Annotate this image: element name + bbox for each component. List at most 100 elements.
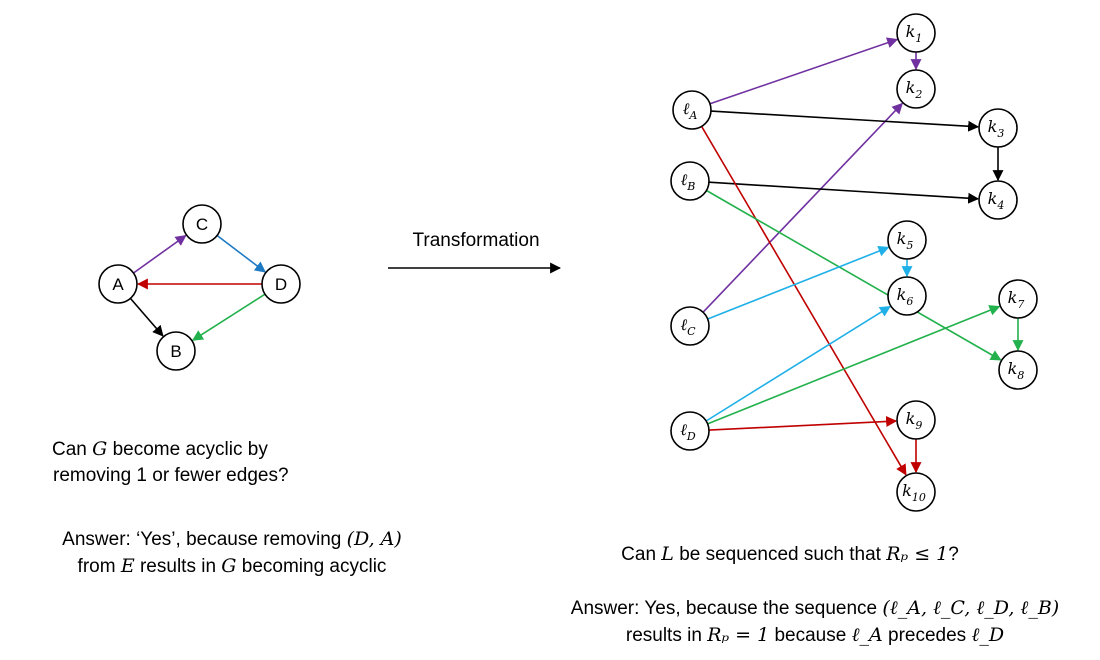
text: Answer: ‘Yes’, because removing xyxy=(62,529,347,550)
node-circle xyxy=(98,264,138,304)
node-label: k9 xyxy=(906,409,923,432)
node-label: ℓB xyxy=(681,170,696,193)
right-node-lB: ℓB xyxy=(670,161,710,201)
node-circle xyxy=(887,276,927,316)
right-edge-lD-k7 xyxy=(707,305,1001,425)
right-node-lD: ℓD xyxy=(670,411,710,451)
node-circle xyxy=(998,279,1038,319)
left-node-A: A xyxy=(98,264,138,304)
right-node-k6: k6 xyxy=(887,276,927,316)
node-label: k1 xyxy=(906,22,923,45)
right-edge-lD-k6 xyxy=(705,305,891,422)
math-var: ℓ_A xyxy=(851,624,883,646)
node-circle xyxy=(978,108,1018,148)
node-circle xyxy=(670,411,710,451)
math-var: E xyxy=(120,555,135,577)
node-label: ℓD xyxy=(680,420,696,443)
transformation-label: Transformation xyxy=(412,230,539,251)
text: Can xyxy=(621,544,662,565)
text: become acyclic by xyxy=(107,439,268,460)
right-graph-edges xyxy=(700,37,1024,476)
text: removing 1 or fewer edges? xyxy=(53,465,289,486)
right-answer-line-2: results in Rₚ = 1 because ℓ_A precedes ℓ… xyxy=(535,622,1095,649)
right-node-k9: k9 xyxy=(896,400,936,440)
text: ? xyxy=(948,544,959,565)
node-circle xyxy=(672,90,712,130)
text: becoming acyclic xyxy=(236,556,387,577)
node-label: B xyxy=(170,342,181,361)
right-edge-lA-k10 xyxy=(700,125,907,476)
right-edge-lC-k5 xyxy=(707,245,890,320)
left-node-B: B xyxy=(156,331,196,371)
text: because xyxy=(769,625,852,646)
right-answer-line-1: Answer: Yes, because the sequence (ℓ_A, … xyxy=(535,595,1095,622)
right-node-k2: k2 xyxy=(896,69,936,109)
left-edge-A-B xyxy=(129,297,164,337)
right-node-k5: k5 xyxy=(887,220,927,260)
node-circle xyxy=(896,472,936,512)
left-node-C: C xyxy=(182,204,222,244)
right-edge-lA-k3 xyxy=(710,110,980,132)
left-question-line-1: Can G become acyclic by xyxy=(52,436,362,463)
math-expr: Rₚ = 1 xyxy=(707,624,770,646)
node-label: ℓC xyxy=(680,315,696,338)
node-circle xyxy=(261,264,301,304)
text: be sequenced such that xyxy=(673,544,887,565)
right-question: Can L be sequenced such that Rₚ ≤ 1? xyxy=(590,541,990,568)
right-node-k1: k1 xyxy=(896,13,936,53)
node-circle xyxy=(896,69,936,109)
text: precedes xyxy=(882,625,972,646)
right-node-k10: k10 xyxy=(896,472,936,512)
math-var: G xyxy=(92,438,108,460)
node-label: C xyxy=(196,215,208,234)
node-label: k6 xyxy=(897,285,914,308)
left-node-D: D xyxy=(261,264,301,304)
node-label: k7 xyxy=(1008,288,1025,311)
text: Answer: Yes, because the sequence xyxy=(570,598,883,619)
right-edge-lA-k1 xyxy=(709,37,899,105)
right-edge-lB-k8 xyxy=(706,189,1002,361)
math-var: ℓ_D xyxy=(971,624,1005,646)
right-node-lA: ℓA xyxy=(672,90,712,130)
right-node-k8: k8 xyxy=(998,350,1038,390)
node-circle xyxy=(670,161,710,201)
node-label: k4 xyxy=(988,189,1005,212)
text: results in xyxy=(625,625,708,646)
left-answer: Answer: ‘Yes’, because removing (D, A) f… xyxy=(22,526,442,580)
node-label: k3 xyxy=(988,117,1005,140)
right-node-k7: k7 xyxy=(998,279,1038,319)
node-label: ℓA xyxy=(683,99,698,122)
math-expr: Rₚ ≤ 1 xyxy=(886,543,949,565)
node-label: k10 xyxy=(902,481,926,504)
node-label: D xyxy=(275,275,287,294)
text: Can xyxy=(52,439,93,460)
node-circle xyxy=(896,13,936,53)
node-circle xyxy=(182,204,222,244)
right-edge-lB-k4 xyxy=(708,181,980,204)
left-question-line-2: removing 1 or fewer edges? xyxy=(52,463,362,489)
left-graph-edges xyxy=(129,234,266,341)
node-circle xyxy=(978,180,1018,220)
math-var: G xyxy=(221,555,237,577)
node-circle xyxy=(670,306,710,346)
right-edge-lC-k2 xyxy=(702,102,903,313)
node-circle xyxy=(998,350,1038,390)
right-node-k3: k3 xyxy=(978,108,1018,148)
left-answer-line-1: Answer: ‘Yes’, because removing (D, A) xyxy=(22,526,442,553)
math-var: L xyxy=(661,543,674,565)
node-label: k8 xyxy=(1008,359,1025,382)
left-edge-D-B xyxy=(191,293,266,341)
left-edge-C-D xyxy=(216,234,266,273)
node-circle xyxy=(887,220,927,260)
math-expr: (D, A) xyxy=(346,528,402,550)
right-answer: Answer: Yes, because the sequence (ℓ_A, … xyxy=(535,595,1095,649)
node-label: k5 xyxy=(897,229,914,252)
right-node-lC: ℓC xyxy=(670,306,710,346)
text: results in xyxy=(134,556,222,577)
node-label: A xyxy=(112,275,124,294)
node-circle xyxy=(896,400,936,440)
node-label: k2 xyxy=(906,78,923,101)
text: from xyxy=(77,556,121,577)
